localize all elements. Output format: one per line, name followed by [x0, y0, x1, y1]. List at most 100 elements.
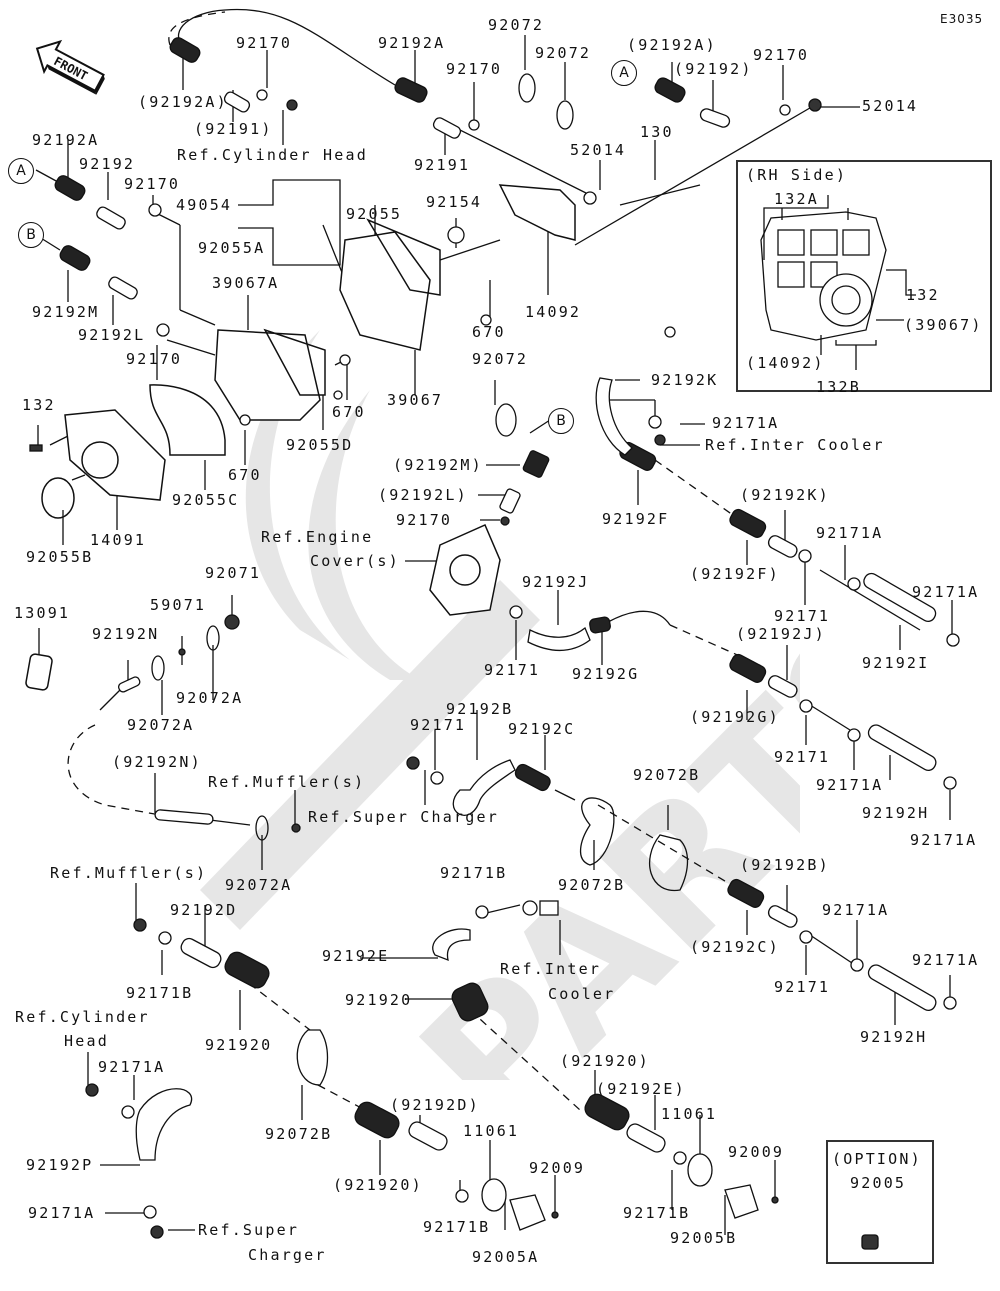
part-label: 132	[22, 396, 56, 414]
part-label: 92171	[484, 661, 541, 679]
part-label: 92055A	[198, 239, 266, 257]
marker-b-middle: B	[548, 408, 574, 434]
part-label: 92072A	[176, 689, 244, 707]
marker-a-right: A	[611, 60, 637, 86]
part-label: 11061	[463, 1122, 520, 1140]
part-label: 92171A	[816, 776, 884, 794]
part-label: Ref.Super	[198, 1221, 300, 1239]
part-label: 921920	[345, 991, 413, 1009]
front-arrow-icon: FRONT	[35, 39, 105, 95]
part-label: 92171A	[98, 1058, 166, 1076]
part-label: (92192K)	[740, 486, 830, 504]
part-label: 92171B	[126, 984, 194, 1002]
part-label: 92055C	[172, 491, 240, 509]
part-label: 13091	[14, 604, 71, 622]
part-label: 92055	[346, 205, 403, 223]
part-label: 92009	[728, 1143, 785, 1161]
part-label: Ref.Inter	[500, 960, 602, 978]
part-label: 92170	[753, 46, 810, 64]
rh-label-132: 132	[906, 286, 940, 304]
part-label: 14091	[90, 531, 147, 549]
part-label: Cooler	[548, 985, 616, 1003]
part-label: 92009	[529, 1159, 586, 1177]
part-label: 92191	[414, 156, 471, 174]
part-label: (92191)	[194, 120, 273, 138]
part-label: (92192J)	[736, 625, 826, 643]
part-label: 59071	[150, 596, 207, 614]
rh-label-132a: 132A	[774, 190, 819, 208]
rh-side-cover-drawing	[760, 195, 916, 370]
part-label: 92192M	[32, 303, 100, 321]
rh-side-title: (RH Side)	[746, 166, 848, 184]
part-label: Ref.Cylinder Head	[177, 146, 368, 164]
part-label: 92072	[535, 44, 592, 62]
part-label: 92192C	[508, 720, 576, 738]
part-label: 11061	[661, 1105, 718, 1123]
part-label: 92170	[446, 60, 503, 78]
part-label: (92192G)	[690, 708, 780, 726]
part-label: 92171A	[912, 583, 980, 601]
part-label: 92171	[774, 607, 831, 625]
part-label: 92171B	[423, 1218, 491, 1236]
part-label: 49054	[176, 196, 233, 214]
part-label: 92072B	[558, 876, 626, 894]
part-label: 92072A	[225, 876, 293, 894]
part-label: 92192	[79, 155, 136, 173]
part-label: 92171B	[623, 1204, 691, 1222]
part-label: Ref.Muffler(s)	[50, 864, 208, 882]
part-label: 92005B	[670, 1229, 738, 1247]
part-label: (92192A)	[627, 36, 717, 54]
part-label: 92171	[774, 748, 831, 766]
part-label: 92072	[488, 16, 545, 34]
part-label: 92072B	[265, 1125, 333, 1143]
part-label: 670	[228, 466, 262, 484]
part-label: 14092	[525, 303, 582, 321]
part-label: Charger	[248, 1246, 327, 1264]
part-label: 92171A	[822, 901, 890, 919]
part-label: 92192B	[446, 700, 514, 718]
part-label: 92192H	[860, 1028, 928, 1046]
part-label: 92171B	[440, 864, 508, 882]
marker-b: B	[18, 222, 44, 248]
part-label: Head	[64, 1032, 109, 1050]
part-label: 92072	[472, 350, 529, 368]
part-label: (92192A)	[138, 93, 228, 111]
marker-a: A	[8, 158, 34, 184]
part-label: (92192E)	[596, 1080, 686, 1098]
rh-label-132b: 132B	[816, 378, 861, 396]
rh-label-39067: (39067)	[904, 316, 983, 334]
part-label: 921920	[205, 1036, 273, 1054]
part-label: Ref.Inter Cooler	[705, 436, 885, 454]
part-label: 92170	[396, 511, 453, 529]
part-label: 670	[472, 323, 506, 341]
part-label: Ref.Cylinder	[15, 1008, 150, 1026]
part-label: 39067	[387, 391, 444, 409]
part-label: 92154	[426, 193, 483, 211]
part-label: 92170	[124, 175, 181, 193]
part-label: (92192D)	[390, 1096, 480, 1114]
part-label: (92192F)	[690, 565, 780, 583]
part-label: 92170	[236, 34, 293, 52]
part-label: 92171A	[28, 1204, 96, 1222]
part-label: 92192L	[78, 326, 146, 344]
part-label: 92072B	[633, 766, 701, 784]
part-label: 670	[332, 403, 366, 421]
part-label: 92192E	[322, 947, 390, 965]
part-label: Ref.Muffler(s)	[208, 773, 366, 791]
rh-label-14092: (14092)	[746, 354, 825, 372]
part-label: (921920)	[333, 1176, 423, 1194]
option-part-92005: 92005	[850, 1174, 907, 1192]
diagram-code: E3035	[940, 12, 984, 26]
part-label: 92171A	[816, 524, 884, 542]
part-label: 92192G	[572, 665, 640, 683]
part-label: 92192I	[862, 654, 930, 672]
part-label: 92192K	[651, 371, 719, 389]
part-label: 130	[640, 123, 674, 141]
part-label: 52014	[570, 141, 627, 159]
part-label: 92055B	[26, 548, 94, 566]
part-label: 92192F	[602, 510, 670, 528]
part-label: 92192H	[862, 804, 930, 822]
rh-side-inset	[736, 160, 992, 392]
